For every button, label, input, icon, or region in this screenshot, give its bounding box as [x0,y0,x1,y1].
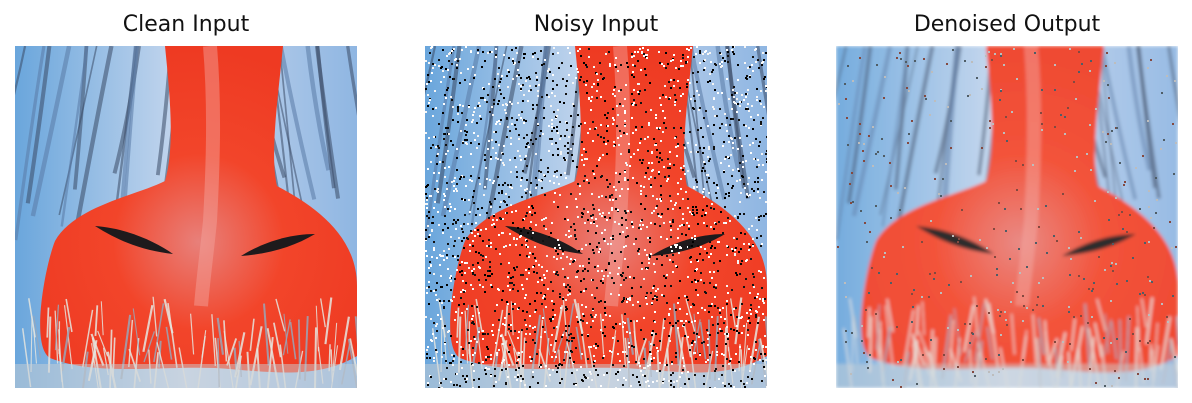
image-denoised [836,46,1178,388]
panel-denoised: Denoised Output [836,0,1178,403]
panel-noisy: Noisy Input [425,0,767,403]
panel-title-clean: Clean Input [122,12,250,37]
image-noisy [425,46,767,388]
panel-title-denoised: Denoised Output [913,12,1101,37]
panel-title-noisy: Noisy Input [533,12,659,37]
image-clean [15,46,357,388]
panel-clean: Clean Input [15,0,357,403]
